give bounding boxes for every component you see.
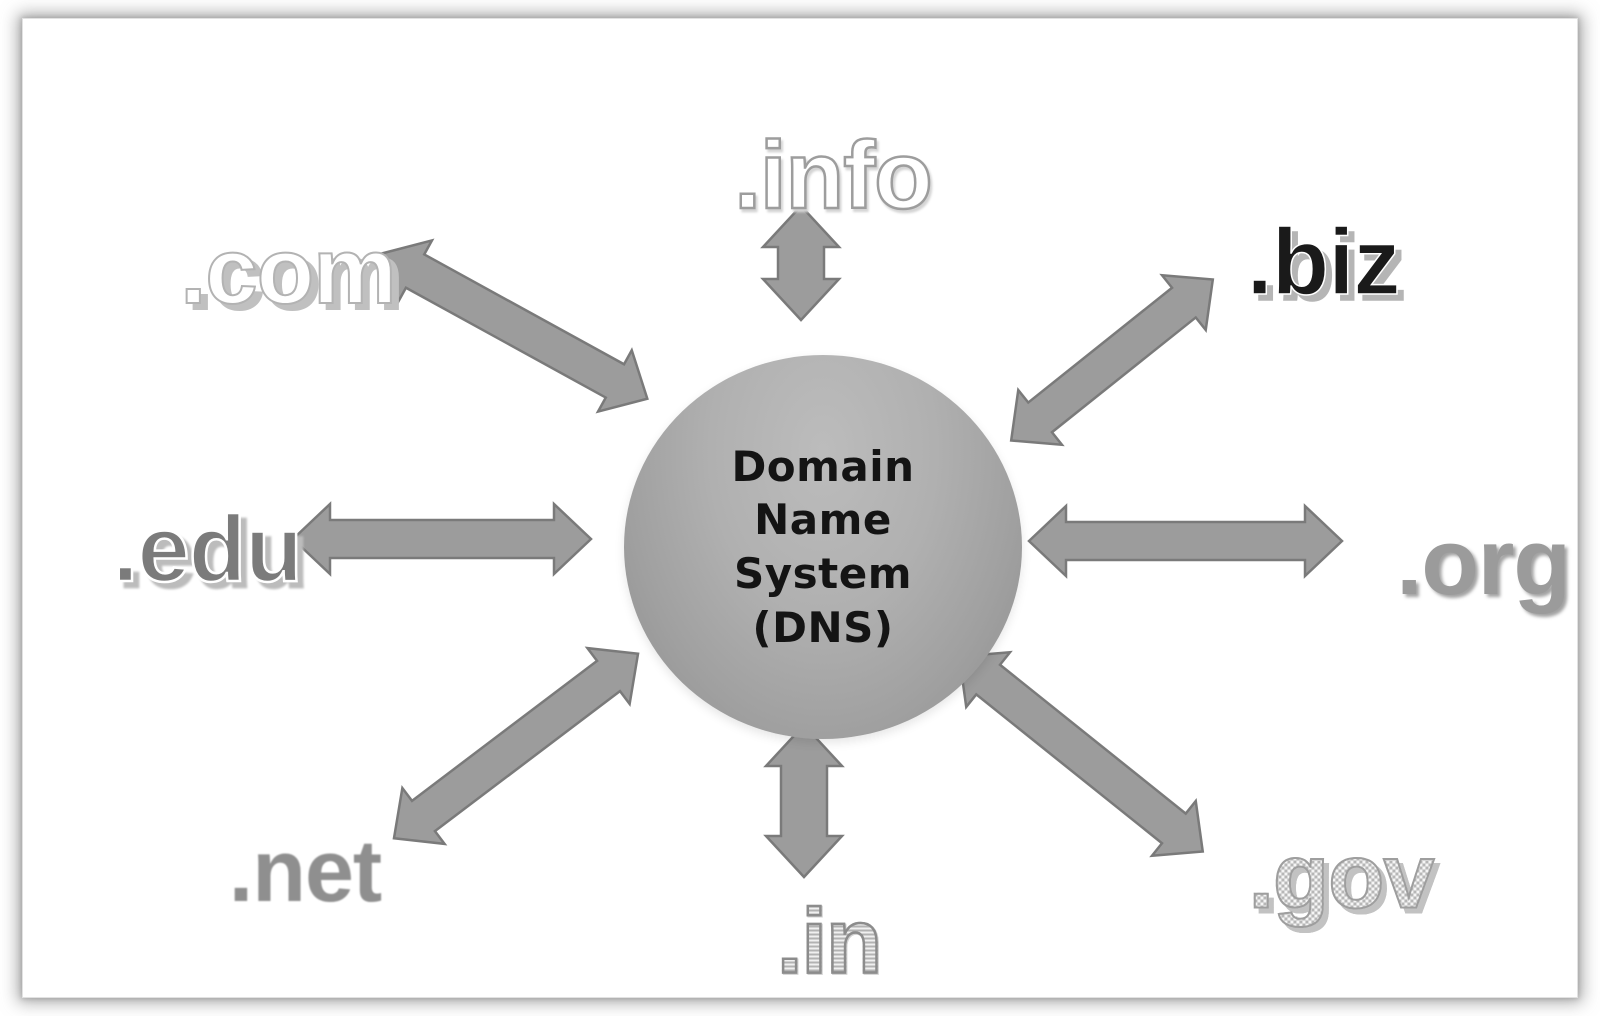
arrow-dns-info <box>760 204 842 322</box>
node-label-biz: .biz <box>1246 208 1401 315</box>
node-label-net: .net <box>228 821 382 920</box>
node-label-info: .info <box>733 121 934 231</box>
double-arrow-shape <box>291 501 593 577</box>
dns-center-label: Domain Name System (DNS) <box>731 441 915 652</box>
node-label-gov: .gov <box>1247 824 1436 930</box>
arrow-dns-org <box>1026 503 1344 579</box>
double-arrow-shape <box>760 204 842 322</box>
arrow-dns-com <box>381 238 649 414</box>
double-arrow-shape <box>1009 273 1215 447</box>
node-label-in: .in <box>776 889 884 994</box>
arrow-dns-net <box>392 646 640 846</box>
double-arrow-shape <box>1026 503 1344 579</box>
double-arrow-shape <box>763 723 845 879</box>
arrow-dns-gov <box>957 650 1205 858</box>
double-arrow-shape <box>381 238 649 414</box>
arrow-dns-in <box>763 723 845 879</box>
arrow-dns-biz <box>1009 273 1215 447</box>
double-arrow-shape <box>392 646 640 846</box>
framed-canvas: Domain Name System (DNS) .info .com .biz… <box>22 18 1578 998</box>
arrows-layer <box>23 19 1577 997</box>
dns-center-circle: Domain Name System (DNS) <box>624 355 1022 739</box>
node-label-edu: .edu <box>111 495 304 603</box>
double-arrow-shape <box>957 650 1205 858</box>
arrow-dns-edu <box>291 501 593 577</box>
node-label-com: .com <box>179 217 397 324</box>
node-label-org: .org <box>1396 509 1571 614</box>
